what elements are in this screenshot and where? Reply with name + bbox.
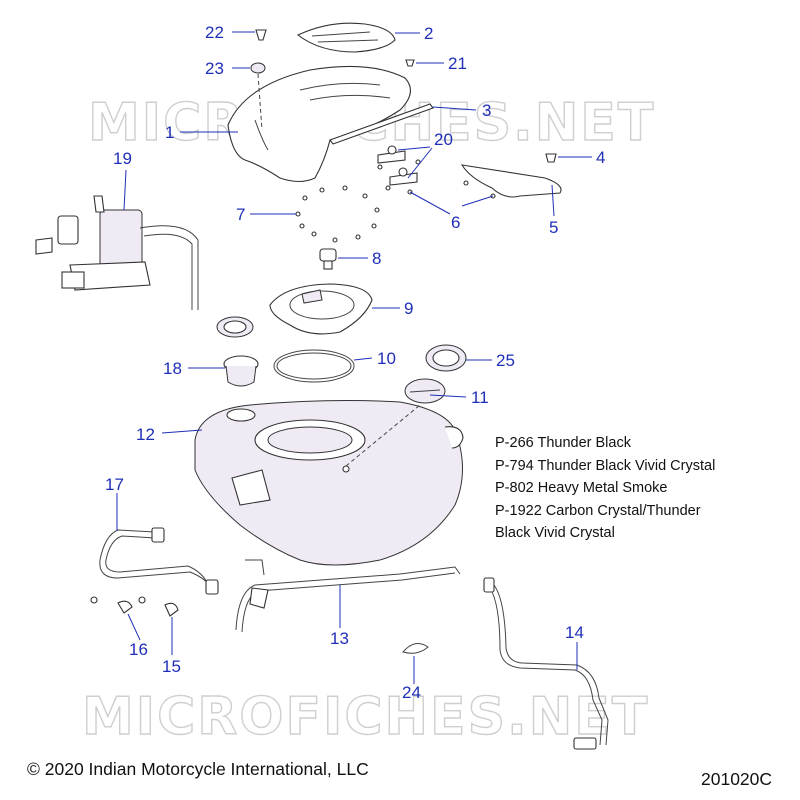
callout-18: 18 — [163, 359, 182, 378]
callout-1: 1 — [165, 123, 174, 142]
legend-line: P-266 Thunder Black — [495, 435, 631, 451]
part-4-fastener — [545, 153, 557, 163]
part-ring-gasket — [216, 316, 254, 338]
callout-10: 10 — [377, 349, 396, 368]
part-20-nut-b — [398, 167, 408, 177]
callout-labels: 22 23 2 21 1 3 20 4 19 7 6 5 8 9 18 10 2… — [105, 23, 605, 702]
callout-17: 17 — [105, 475, 124, 494]
part-25-ring — [425, 344, 467, 372]
part-17-fuel-line — [99, 527, 219, 595]
legend-line: Black Vivid Crystal — [495, 525, 615, 542]
callout-11: 11 — [471, 388, 489, 407]
callout-19: 19 — [113, 149, 132, 168]
part-14-vent-hose — [483, 577, 609, 750]
callout-24: 24 — [402, 683, 421, 702]
callout-6: 6 — [451, 213, 460, 232]
part-9-mount-ring — [269, 283, 373, 335]
part-24-clamp — [402, 642, 429, 654]
part-21-clip — [405, 59, 415, 67]
callout-7: 7 — [236, 205, 245, 224]
callout-23: 23 — [205, 59, 224, 78]
part-2-badge — [296, 22, 396, 53]
part-19-fuel-pump — [35, 195, 199, 310]
part-20-bracket-b — [389, 172, 418, 186]
callout-21: 21 — [448, 54, 467, 73]
part-16-clip — [90, 596, 133, 614]
callout-5: 5 — [549, 218, 558, 237]
part-13-vent-line — [235, 559, 461, 633]
callout-15: 15 — [162, 657, 181, 676]
copyright-notice: © 2020 Indian Motorcycle International, … — [27, 759, 369, 779]
part-3-trim-strip — [329, 103, 434, 145]
legend-line: P-1922 Carbon Crystal/Thunder — [495, 502, 701, 519]
callout-20: 20 — [434, 130, 453, 149]
part-10-gasket — [273, 349, 355, 383]
part-18-fuel-cap — [223, 355, 259, 387]
callout-22: 22 — [205, 23, 224, 42]
part-10-gasket-inner — [276, 352, 352, 380]
part-15-clip — [138, 596, 179, 617]
watermark-bottom: MICROFICHES.NET — [82, 687, 649, 747]
callout-13: 13 — [330, 629, 349, 648]
part-23-grommet — [250, 62, 266, 74]
leader-lines — [116, 31, 592, 684]
part-5-plate — [460, 164, 562, 198]
callout-8: 8 — [372, 249, 381, 268]
dash-11 — [345, 404, 421, 467]
part-7-bolt-ring — [295, 185, 380, 243]
legend-line: P-794 Thunder Black Vivid Crystal — [495, 457, 716, 474]
callout-14: 14 — [565, 623, 584, 642]
part-6-nuts — [377, 159, 496, 199]
callout-2: 2 — [424, 24, 433, 43]
part-20-bracket-a — [377, 150, 406, 164]
callout-16: 16 — [129, 640, 148, 659]
part-12-fuel-tank — [194, 400, 464, 566]
callout-9: 9 — [404, 299, 413, 318]
part-8-vent-valve — [319, 248, 337, 270]
callout-25: 25 — [496, 351, 515, 370]
paint-code-legend: P-266 Thunder Black P-794 Thunder Black … — [495, 432, 715, 545]
callout-12: 12 — [136, 425, 155, 444]
diagram-id: 201020C — [701, 769, 773, 789]
part-11-cover — [404, 378, 446, 404]
legend-line: P-802 Heavy Metal Smoke — [495, 480, 668, 497]
part-22-screw — [255, 29, 267, 41]
callout-3: 3 — [482, 101, 491, 120]
dash-23 — [257, 73, 263, 131]
callout-4: 4 — [596, 148, 605, 167]
part-20-nut-a — [387, 145, 397, 155]
